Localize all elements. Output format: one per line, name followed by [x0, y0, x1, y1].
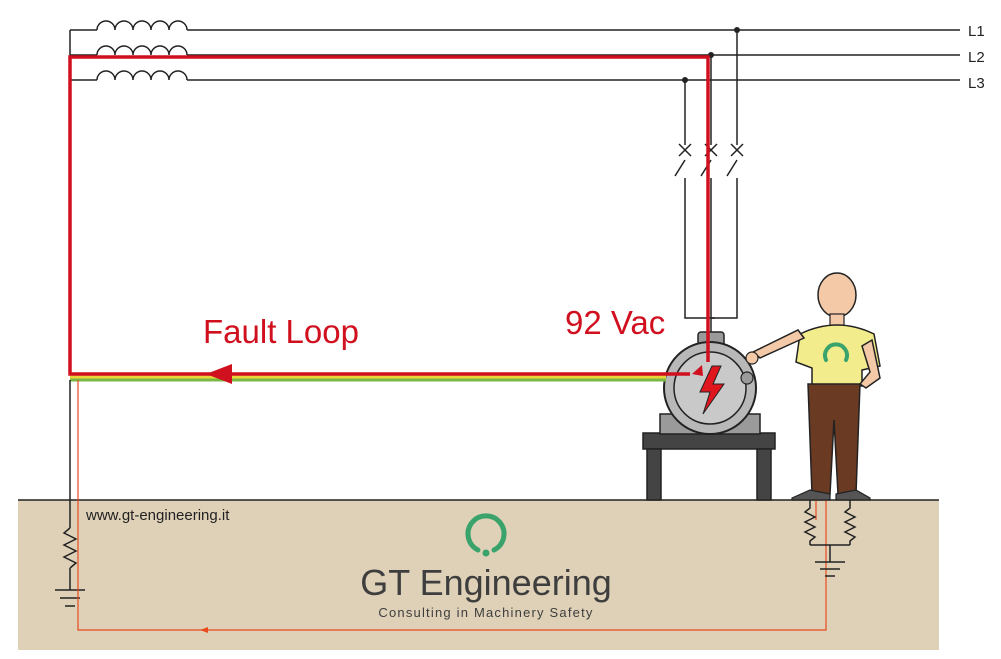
motor-stand: [642, 432, 776, 501]
ground-area: [18, 500, 939, 650]
brand-tagline: Consulting in Machinery Safety: [378, 605, 593, 620]
circuit-breaker-icon: [674, 30, 744, 340]
website-label: www.gt-engineering.it: [85, 507, 230, 524]
lightning-bolt-icon: [699, 365, 725, 415]
brand-name: GT Engineering: [360, 562, 612, 603]
inductor-coil-icon: [96, 20, 188, 31]
earth-conductor: [70, 375, 666, 382]
resistor-icon: [843, 500, 857, 545]
person-icon: [745, 272, 881, 501]
resistor-icon: [803, 500, 817, 545]
earth-ground-icon: [55, 589, 85, 607]
supply-lines: [69, 20, 960, 81]
voltage-label: 92 Vac: [565, 304, 665, 341]
left-earth-connection: [55, 380, 85, 607]
line-label-l3: L3: [968, 75, 985, 92]
fault-loop-path: [68, 55, 710, 376]
line-label-l1: L1: [968, 23, 985, 40]
line-label-l2: L2: [968, 49, 985, 66]
return-arrow: [200, 627, 208, 633]
fault-loop-arrow: [206, 364, 232, 384]
earth-ground-icon: [815, 561, 845, 577]
fault-loop-label: Fault Loop: [203, 313, 359, 350]
person-earth-resistance: [803, 500, 857, 577]
inductor-coil-icon: [96, 70, 188, 81]
inductor-coil-icon: [96, 45, 188, 56]
fault-entry-arrow: [692, 365, 703, 376]
gt-logo-icon: [465, 513, 507, 557]
resistor-icon: [62, 527, 78, 569]
